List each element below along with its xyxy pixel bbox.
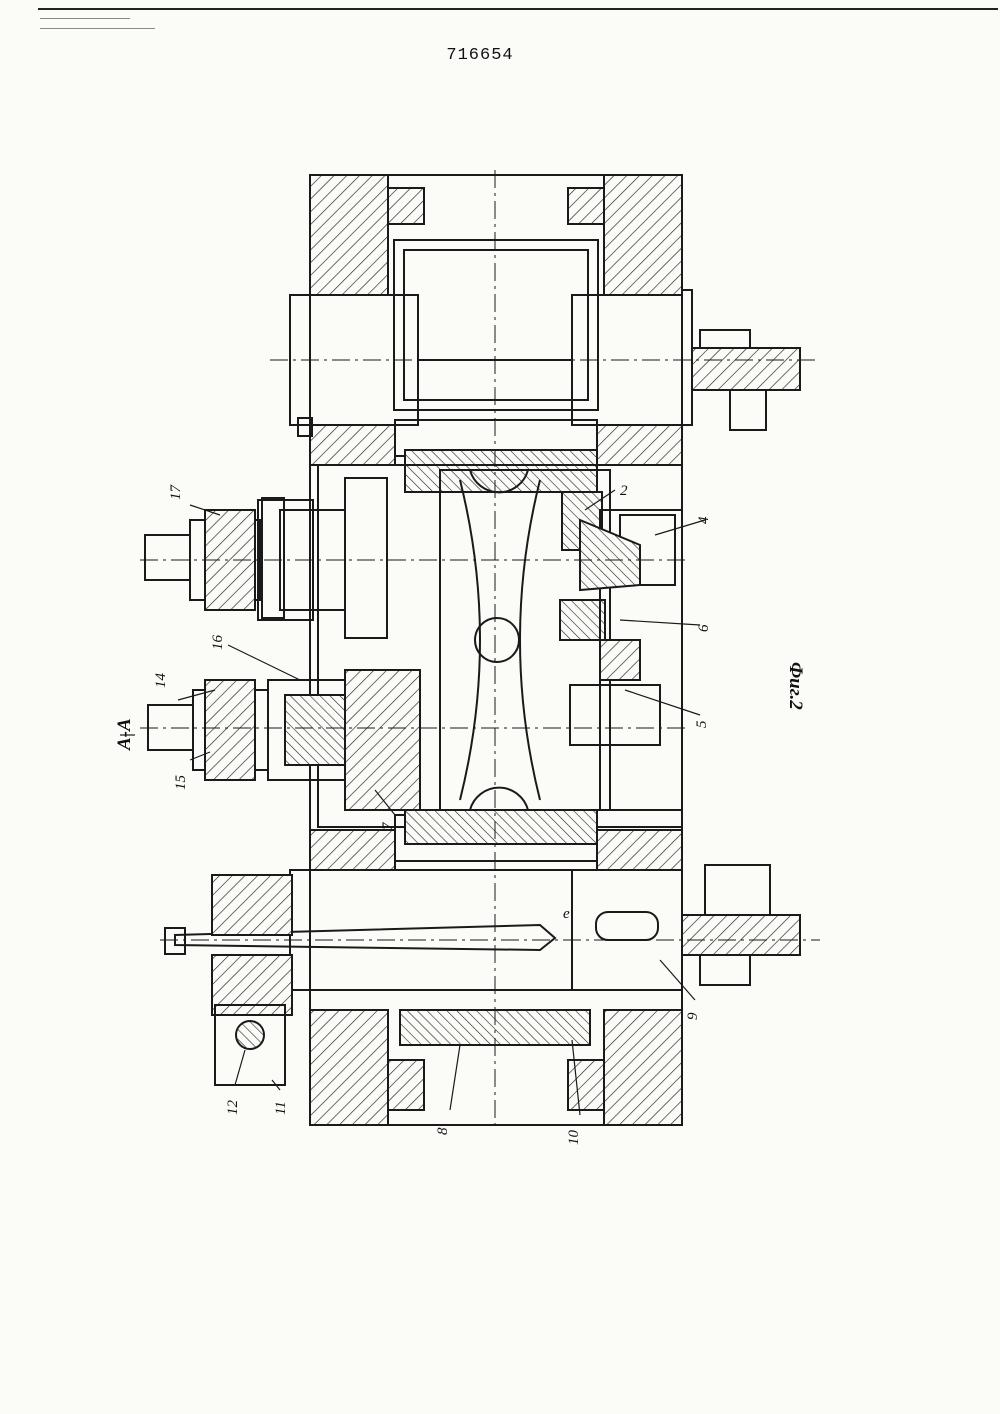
label-16: 16	[210, 635, 226, 651]
lower-gear	[344, 669, 421, 811]
bottom-right-block	[603, 1009, 683, 1126]
bottom-bracket	[214, 1004, 286, 1086]
lower-right-plate	[596, 829, 683, 871]
label-8: 8	[435, 1127, 451, 1135]
leader-7	[374, 789, 396, 816]
label-5: 5	[694, 720, 710, 728]
label-e: e	[563, 906, 570, 922]
label-17: 17	[168, 484, 184, 501]
leader-14	[177, 689, 216, 701]
left-roll-flange	[261, 497, 285, 619]
label-12: 12	[225, 1100, 241, 1116]
label-7: 7	[380, 821, 396, 830]
lower-shaft-right	[571, 869, 683, 991]
label-4: 4	[696, 516, 712, 524]
upper-gear-boss	[729, 389, 767, 431]
figure-caption: Фиг.2	[785, 662, 806, 710]
leader-17	[189, 504, 221, 516]
top-flange-right	[567, 187, 605, 225]
upper-left-plate	[309, 424, 396, 466]
label-11: 11	[273, 1101, 289, 1115]
long-bolt	[174, 923, 557, 952]
leader-5	[624, 689, 701, 716]
leader-16	[227, 644, 301, 681]
upper-shaft-end	[681, 289, 693, 426]
leader-11	[271, 1079, 281, 1091]
leader-12	[234, 1049, 246, 1086]
bottom-flange-right	[567, 1059, 605, 1111]
upper-pin	[297, 417, 313, 437]
lower-screw-bearing	[284, 694, 356, 766]
top-flange-left	[387, 187, 425, 225]
lower-roll-seat	[404, 809, 598, 845]
wedge-piece	[579, 518, 641, 592]
upper-gear	[691, 347, 801, 391]
lower-gear-right	[681, 914, 801, 956]
label-10: 10	[566, 1130, 582, 1146]
leader-9	[659, 959, 696, 1001]
roll-top-notch	[469, 469, 529, 494]
lower-adjuster	[569, 684, 661, 746]
label-6: 6	[696, 624, 712, 632]
bottom-left-block	[309, 1009, 389, 1126]
label-14: 14	[153, 673, 169, 689]
top-rule	[38, 8, 998, 10]
top-chamber	[393, 239, 599, 411]
top-left-block	[309, 174, 389, 296]
bottom-flange-left	[387, 1059, 425, 1111]
lower-gear-hub	[704, 864, 771, 916]
leader-8	[449, 1044, 461, 1111]
leader-10	[571, 1039, 581, 1116]
scan-noise	[40, 28, 155, 29]
adjuster-pad	[599, 639, 641, 681]
lower-gear-boss	[699, 954, 751, 986]
lower-left-plate	[309, 829, 396, 871]
top-chamber-inner	[403, 249, 589, 401]
bolt-upper-boss	[211, 874, 293, 936]
right-mid-block	[559, 599, 606, 641]
label-2: 2	[620, 483, 628, 499]
roll-bottom-notch	[469, 786, 529, 811]
upper-gear-hub	[699, 329, 751, 349]
key-slot	[595, 911, 659, 941]
roll-center-bore	[474, 617, 520, 663]
page-number: 716654	[446, 46, 514, 65]
scan-noise	[40, 18, 130, 19]
top-right-block	[603, 174, 683, 296]
label-15: 15	[173, 775, 189, 791]
left-roll-hub	[344, 477, 388, 639]
leader-4	[654, 519, 706, 536]
bolt-head	[164, 927, 186, 955]
leader-2	[584, 489, 616, 511]
lower-screw-nut	[204, 679, 256, 781]
label-9: 9	[685, 1012, 701, 1020]
roll-contour-right	[519, 479, 541, 801]
top-screw-head	[144, 534, 191, 581]
section-label: А-А	[114, 718, 135, 751]
upper-right-plate	[596, 424, 683, 466]
shaft-12-section	[235, 1020, 265, 1050]
leader-15	[189, 751, 211, 761]
leader-6	[619, 619, 701, 626]
roll-contour-left	[459, 479, 481, 801]
